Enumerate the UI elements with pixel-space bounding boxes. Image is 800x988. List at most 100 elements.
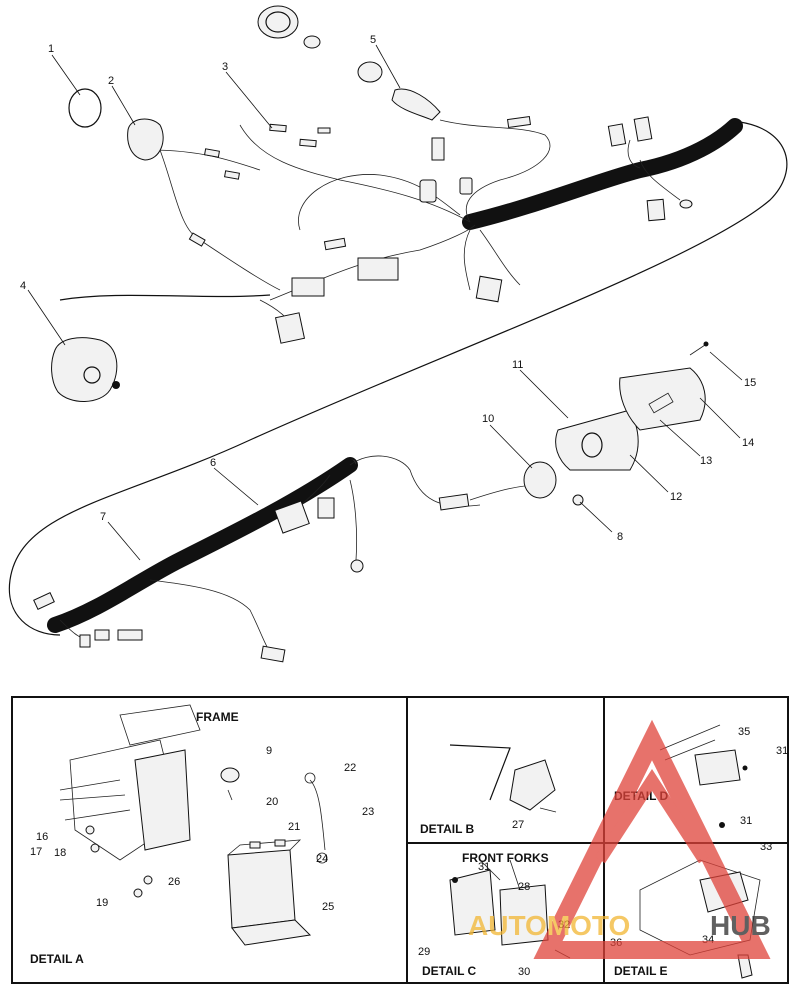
callout-29: 29 — [418, 946, 430, 958]
diagram-stroke-109 — [119, 704, 201, 746]
lens — [555, 409, 639, 471]
diagram-stroke-126 — [133, 888, 143, 898]
diagram-stroke-74 — [51, 54, 81, 96]
diagram-stroke-140 — [742, 765, 748, 771]
diagram-stroke-71 — [689, 344, 706, 356]
diagram-stroke-76 — [225, 71, 273, 129]
front-forks-label: FRONT FORKS — [462, 851, 549, 865]
diagram-stroke-135 — [452, 877, 458, 883]
fork-bracket — [449, 869, 496, 936]
diagram-stroke-84 — [629, 454, 669, 493]
detail-b-drawing — [449, 744, 557, 813]
watermark-text-hub: HUB — [710, 910, 771, 941]
diagram-stroke-61 — [33, 592, 55, 610]
diagram-stroke-22 — [299, 138, 317, 148]
switch-housing — [51, 337, 118, 402]
diagram-stroke-138 — [659, 724, 721, 761]
diagram-stroke-118 — [274, 839, 286, 847]
callout-1: 1 — [48, 43, 54, 55]
diagram-stroke-116 — [227, 839, 302, 856]
diagram-stroke-56 — [274, 500, 310, 534]
diagram-stroke-69 — [648, 392, 674, 414]
callout-14: 14 — [742, 437, 754, 449]
diagram-stroke-75 — [111, 85, 136, 126]
callout-10: 10 — [482, 413, 494, 425]
diagram-stroke-28 — [274, 312, 306, 344]
frame-label: FRAME — [196, 710, 239, 724]
diagram-stroke-62 — [94, 629, 110, 641]
detail-d-drawing — [659, 724, 748, 786]
diagram-stroke-27 — [291, 277, 325, 297]
diagram-stroke-2 — [59, 294, 271, 301]
diagram-stroke-78 — [375, 44, 401, 89]
callout-26: 26 — [168, 876, 180, 888]
diagram-stroke-25 — [323, 237, 347, 251]
callout-27: 27 — [512, 819, 524, 831]
multi-pin-connector — [357, 257, 399, 281]
callout-17: 17 — [30, 846, 42, 858]
diagram-stroke-85 — [659, 419, 701, 457]
lamp-housing — [619, 367, 706, 431]
detail-frame — [11, 696, 789, 984]
callout-31-d: 31 — [776, 745, 788, 757]
diagram-stroke-45 — [112, 381, 120, 389]
diagram-stroke-20 — [204, 148, 220, 158]
diagram-stroke-60 — [438, 493, 470, 511]
diagram-stroke-134 — [479, 859, 521, 891]
watermark-text-automoto: AUTOMOTO — [468, 910, 630, 941]
diagram-stroke-15 — [627, 139, 641, 169]
diagram-stroke-52 — [149, 579, 271, 653]
diagram-stroke-128 — [449, 744, 511, 801]
diagram-stroke-1 — [8, 121, 788, 636]
diagram-stroke-30 — [459, 177, 473, 195]
callout-20: 20 — [266, 796, 278, 808]
diagram-stroke-14 — [639, 159, 681, 201]
callout-18: 18 — [54, 847, 66, 859]
detail-a-label: DETAIL A — [30, 952, 84, 966]
callout-12: 12 — [670, 491, 682, 503]
diagram-stroke-64 — [79, 634, 91, 648]
watermark: AUTOMOTO HUB — [468, 719, 771, 959]
battery-bracket — [134, 749, 191, 851]
diagram-stroke-81 — [579, 501, 613, 533]
detail-a-drawing — [59, 704, 328, 946]
diagram-stroke-37 — [506, 115, 532, 129]
horn — [694, 749, 741, 786]
callout-4: 4 — [20, 280, 26, 292]
diagram-stroke-58 — [350, 559, 364, 573]
lamp-socket — [523, 461, 557, 499]
diagram-stroke-130 — [539, 807, 557, 813]
diagram-stroke-39 — [265, 11, 291, 33]
callout-22: 22 — [344, 762, 356, 774]
diagram-stroke-7 — [159, 149, 281, 291]
callout-21: 21 — [288, 821, 300, 833]
battery — [227, 849, 296, 929]
callout-5: 5 — [370, 34, 376, 46]
diagram-stroke-80 — [107, 521, 141, 561]
diagram-stroke-83 — [519, 369, 569, 419]
callout-11: 11 — [512, 359, 523, 371]
callout-30: 30 — [518, 966, 530, 978]
diagram-stroke-12 — [463, 229, 471, 291]
rubber-boot — [257, 5, 299, 39]
diagram-stroke-144 — [719, 822, 725, 828]
diagram-stroke-11 — [439, 119, 551, 223]
diagram-stroke-82 — [489, 424, 533, 469]
callout-7: 7 — [100, 511, 106, 523]
diagram-stroke-79 — [213, 467, 259, 506]
diagram-stroke-41 — [357, 61, 383, 83]
callout-19: 19 — [96, 897, 108, 909]
diagram-stroke-179 — [594, 768, 710, 864]
diagram-stroke-9 — [239, 124, 471, 223]
detail-c-drawing — [449, 859, 571, 959]
diagram-stroke-67 — [581, 432, 603, 458]
diagram-stroke-40 — [303, 35, 321, 49]
diagram-stroke-57 — [317, 497, 335, 519]
diagram-stroke-125 — [143, 875, 153, 885]
diagram-stroke-120 — [309, 779, 326, 851]
callout-31-e: 31 — [740, 815, 752, 827]
callout-23: 23 — [362, 806, 374, 818]
bulb — [68, 88, 102, 128]
diagram-stroke-24 — [188, 232, 206, 247]
